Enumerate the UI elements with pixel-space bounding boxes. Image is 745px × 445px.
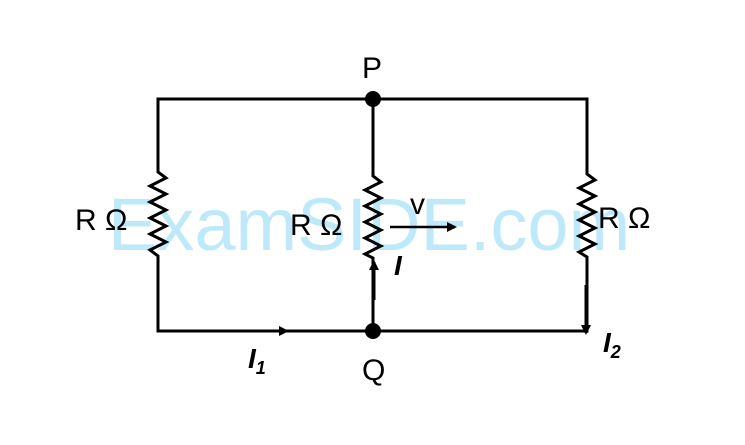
resistor-right: [575, 168, 599, 262]
resistor-right-label: R Ω: [598, 202, 650, 235]
current-i2-label: I2: [603, 327, 621, 362]
node-p-dot: [365, 91, 381, 107]
node-p-label: P: [362, 52, 382, 85]
resistor-middle-label: R Ω: [290, 209, 342, 242]
current-i1-subscript: 1: [256, 358, 266, 378]
node-q-label: Q: [362, 354, 385, 387]
resistor-left-label: R Ω: [75, 204, 127, 237]
resistor-middle: [361, 170, 385, 262]
current-i1-symbol: I: [248, 343, 257, 374]
current-i-label: I: [394, 250, 403, 281]
current-i2-symbol: I: [603, 327, 612, 358]
velocity-label: v: [410, 188, 425, 221]
node-q-dot: [365, 323, 381, 339]
current-i2-subscript: 2: [610, 342, 621, 362]
current-i1-label: I1: [248, 343, 266, 378]
resistor-left: [146, 165, 170, 262]
